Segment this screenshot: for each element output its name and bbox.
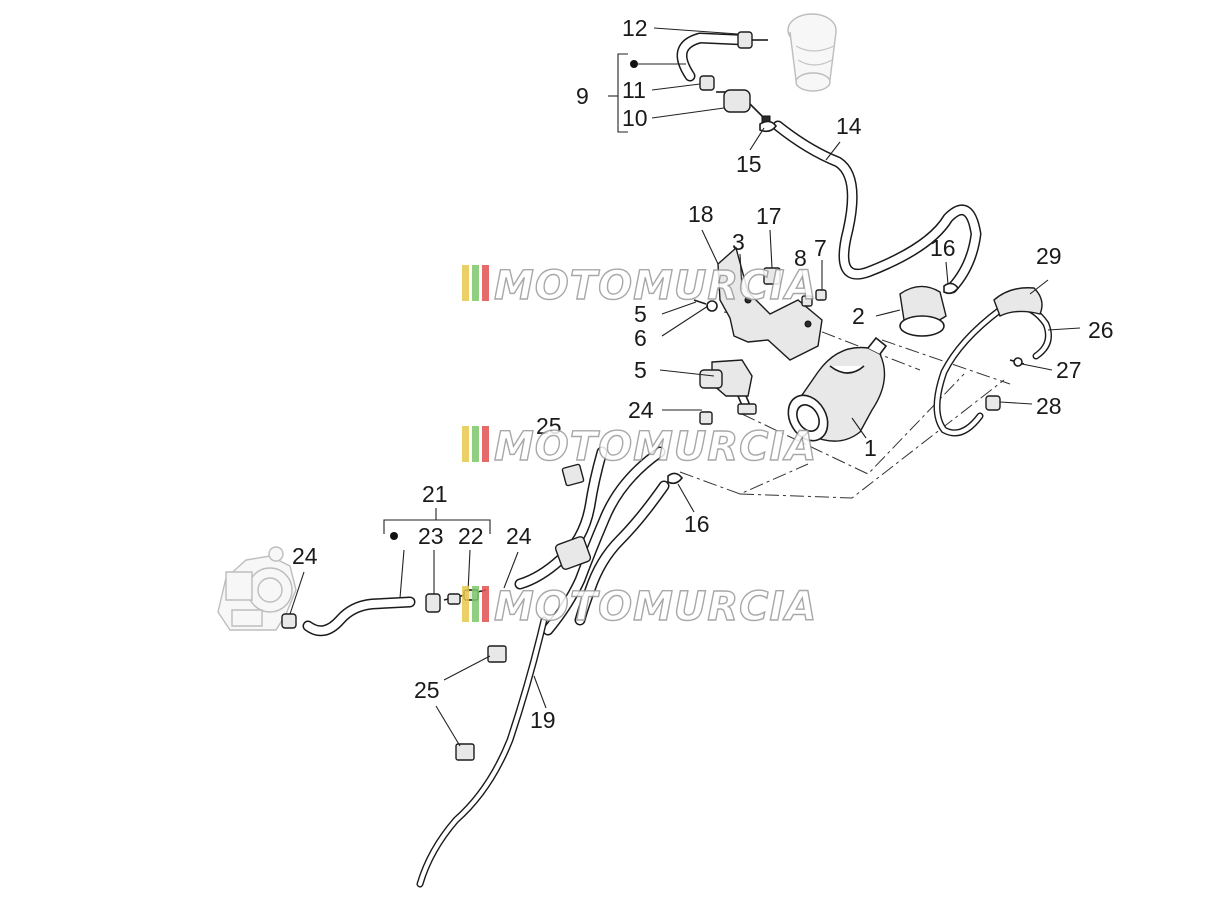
callout-8: 7 bbox=[814, 235, 827, 261]
clamp-12 bbox=[699, 75, 715, 91]
watermark-stripe-red bbox=[482, 426, 489, 462]
watermark-stripe-green bbox=[472, 265, 479, 301]
callout-11: 10 bbox=[622, 105, 648, 131]
watermark-stripe-green bbox=[472, 586, 479, 622]
callout-24-upper: 24 bbox=[628, 397, 654, 423]
callout-19: 19 bbox=[530, 707, 556, 733]
callout-16-lower: 16 bbox=[684, 511, 710, 537]
solenoid-valve-7 bbox=[699, 359, 757, 415]
watermark-2: MOTOMURCIA bbox=[462, 423, 817, 471]
watermark-text: MOTOMURCIA bbox=[494, 263, 817, 309]
callout-16-upper: 16 bbox=[930, 235, 956, 261]
group-bracket-21 bbox=[383, 508, 491, 540]
callout-23: 23 bbox=[418, 523, 444, 549]
callout-6: 6 bbox=[634, 325, 647, 351]
throttle-body-ghost bbox=[217, 546, 297, 631]
canister-vent-hose-14 bbox=[772, 120, 982, 294]
hose-21 bbox=[302, 596, 416, 637]
canister-bracket-2 bbox=[899, 285, 947, 337]
fuel-tank-cap-ghost bbox=[787, 13, 837, 92]
purge-hoses-center bbox=[514, 446, 670, 636]
charcoal-canister-1 bbox=[787, 336, 888, 442]
callout-2: 2 bbox=[852, 303, 865, 329]
clip-27 bbox=[1009, 357, 1025, 367]
one-way-valve-11 bbox=[716, 89, 771, 127]
leader-lines bbox=[289, 27, 1081, 747]
callout-labels: 12 9 11 10 15 14 18 17 3 8 7 16 29 5 6 2… bbox=[292, 15, 1114, 733]
watermark-stripe-green bbox=[472, 426, 479, 462]
group-bracket-10 bbox=[608, 53, 686, 133]
watermark-stripe-yellow bbox=[462, 586, 469, 622]
callout-9: 8 bbox=[794, 245, 807, 271]
watermark-stripe-yellow bbox=[462, 265, 469, 301]
watermark-text: MOTOMURCIA bbox=[494, 424, 817, 470]
callout-15: 15 bbox=[736, 151, 762, 177]
callout-13: 12 bbox=[622, 15, 648, 41]
callout-24-mid: 24 bbox=[506, 523, 532, 549]
nut-9 bbox=[801, 295, 813, 307]
drain-hose-26 bbox=[933, 301, 1052, 437]
callout-3: 3 bbox=[732, 229, 745, 255]
callout-21: 21 bbox=[422, 481, 448, 507]
clamp-23 bbox=[425, 593, 441, 613]
callout-28: 28 bbox=[1036, 393, 1062, 419]
callout-22: 22 bbox=[458, 523, 484, 549]
clip-24-left bbox=[281, 613, 297, 629]
watermark-stripe-red bbox=[482, 586, 489, 622]
callout-25-upper: 25 bbox=[536, 413, 562, 439]
callout-17: 17 bbox=[756, 203, 782, 229]
callout-25-lower: 25 bbox=[414, 677, 440, 703]
callout-26: 26 bbox=[1088, 317, 1114, 343]
clip-25-lower-a bbox=[487, 645, 507, 663]
drain-hose-19 bbox=[416, 616, 548, 888]
callout-29: 29 bbox=[1036, 243, 1062, 269]
callout-27: 27 bbox=[1056, 357, 1082, 383]
nut-8 bbox=[815, 289, 827, 301]
watermark-stripe-yellow bbox=[462, 426, 469, 462]
clip-24-upper bbox=[699, 411, 713, 425]
watermark-stripe-red bbox=[482, 265, 489, 301]
callout-24-left: 24 bbox=[292, 543, 318, 569]
callout-18: 18 bbox=[688, 201, 714, 227]
watermark-3: MOTOMURCIA bbox=[462, 583, 817, 631]
clip-16-lower bbox=[667, 472, 684, 485]
bracket-29 bbox=[993, 287, 1043, 317]
callout-1: 1 bbox=[864, 435, 877, 461]
breather-hose-13 bbox=[676, 32, 751, 82]
callout-7: 5 bbox=[634, 357, 647, 383]
watermark-text: MOTOMURCIA bbox=[494, 584, 817, 630]
clip-13 bbox=[737, 31, 768, 49]
clip-25-lower-b bbox=[455, 743, 475, 761]
callout-5: 5 bbox=[634, 301, 647, 327]
screw-5 bbox=[693, 299, 707, 305]
bracket-3 bbox=[717, 246, 823, 361]
clip-16-upper bbox=[943, 282, 960, 295]
fitting-28 bbox=[985, 395, 1001, 411]
watermark-1: MOTOMURCIA bbox=[462, 262, 817, 310]
callout-10: 9 bbox=[576, 83, 589, 109]
clip-25-upper bbox=[561, 463, 585, 487]
callout-12: 11 bbox=[622, 77, 646, 103]
callout-14: 14 bbox=[836, 113, 862, 139]
